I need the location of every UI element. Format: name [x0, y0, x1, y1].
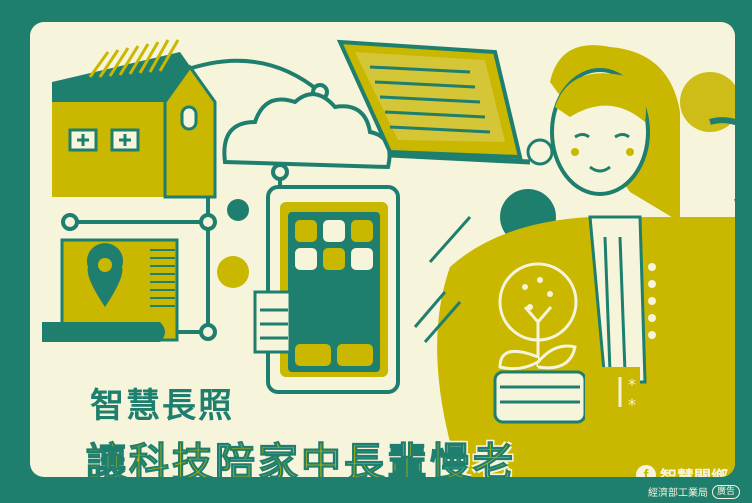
smartphone-icon	[253, 185, 400, 394]
laptop-icon	[336, 39, 531, 165]
facebook-icon: f	[636, 465, 656, 477]
diagonal-lines	[413, 216, 472, 343]
ad-label: 廣告	[711, 484, 740, 499]
badge-label: 智慧開鄉	[660, 463, 728, 478]
svg-text:*: *	[628, 375, 636, 394]
headline-secondary: 讓科技陪家中長輩慢老	[86, 440, 516, 478]
sponsor-footer: 經濟部工業局 廣告	[648, 484, 740, 499]
headline-primary: 智慧長照	[90, 386, 234, 426]
hand-illustration: * *	[493, 367, 640, 424]
facebook-badge[interactable]: f 智慧開鄉	[626, 460, 735, 477]
dot	[227, 199, 249, 221]
circuit-nodes	[61, 83, 329, 341]
pattern-circle	[217, 256, 249, 288]
plant-icon	[498, 262, 578, 371]
location-pin-icon	[87, 243, 123, 307]
sponsor-org: 經濟部工業局	[647, 488, 708, 499]
cloud-icon	[222, 92, 392, 170]
svg-text:*: *	[628, 395, 636, 414]
house-icon	[52, 39, 217, 199]
poster-panel: * * 智慧長照 讓科技陪家中長輩慢老 f 智慧開鄉	[30, 22, 735, 477]
illustration: * *	[42, 39, 735, 477]
